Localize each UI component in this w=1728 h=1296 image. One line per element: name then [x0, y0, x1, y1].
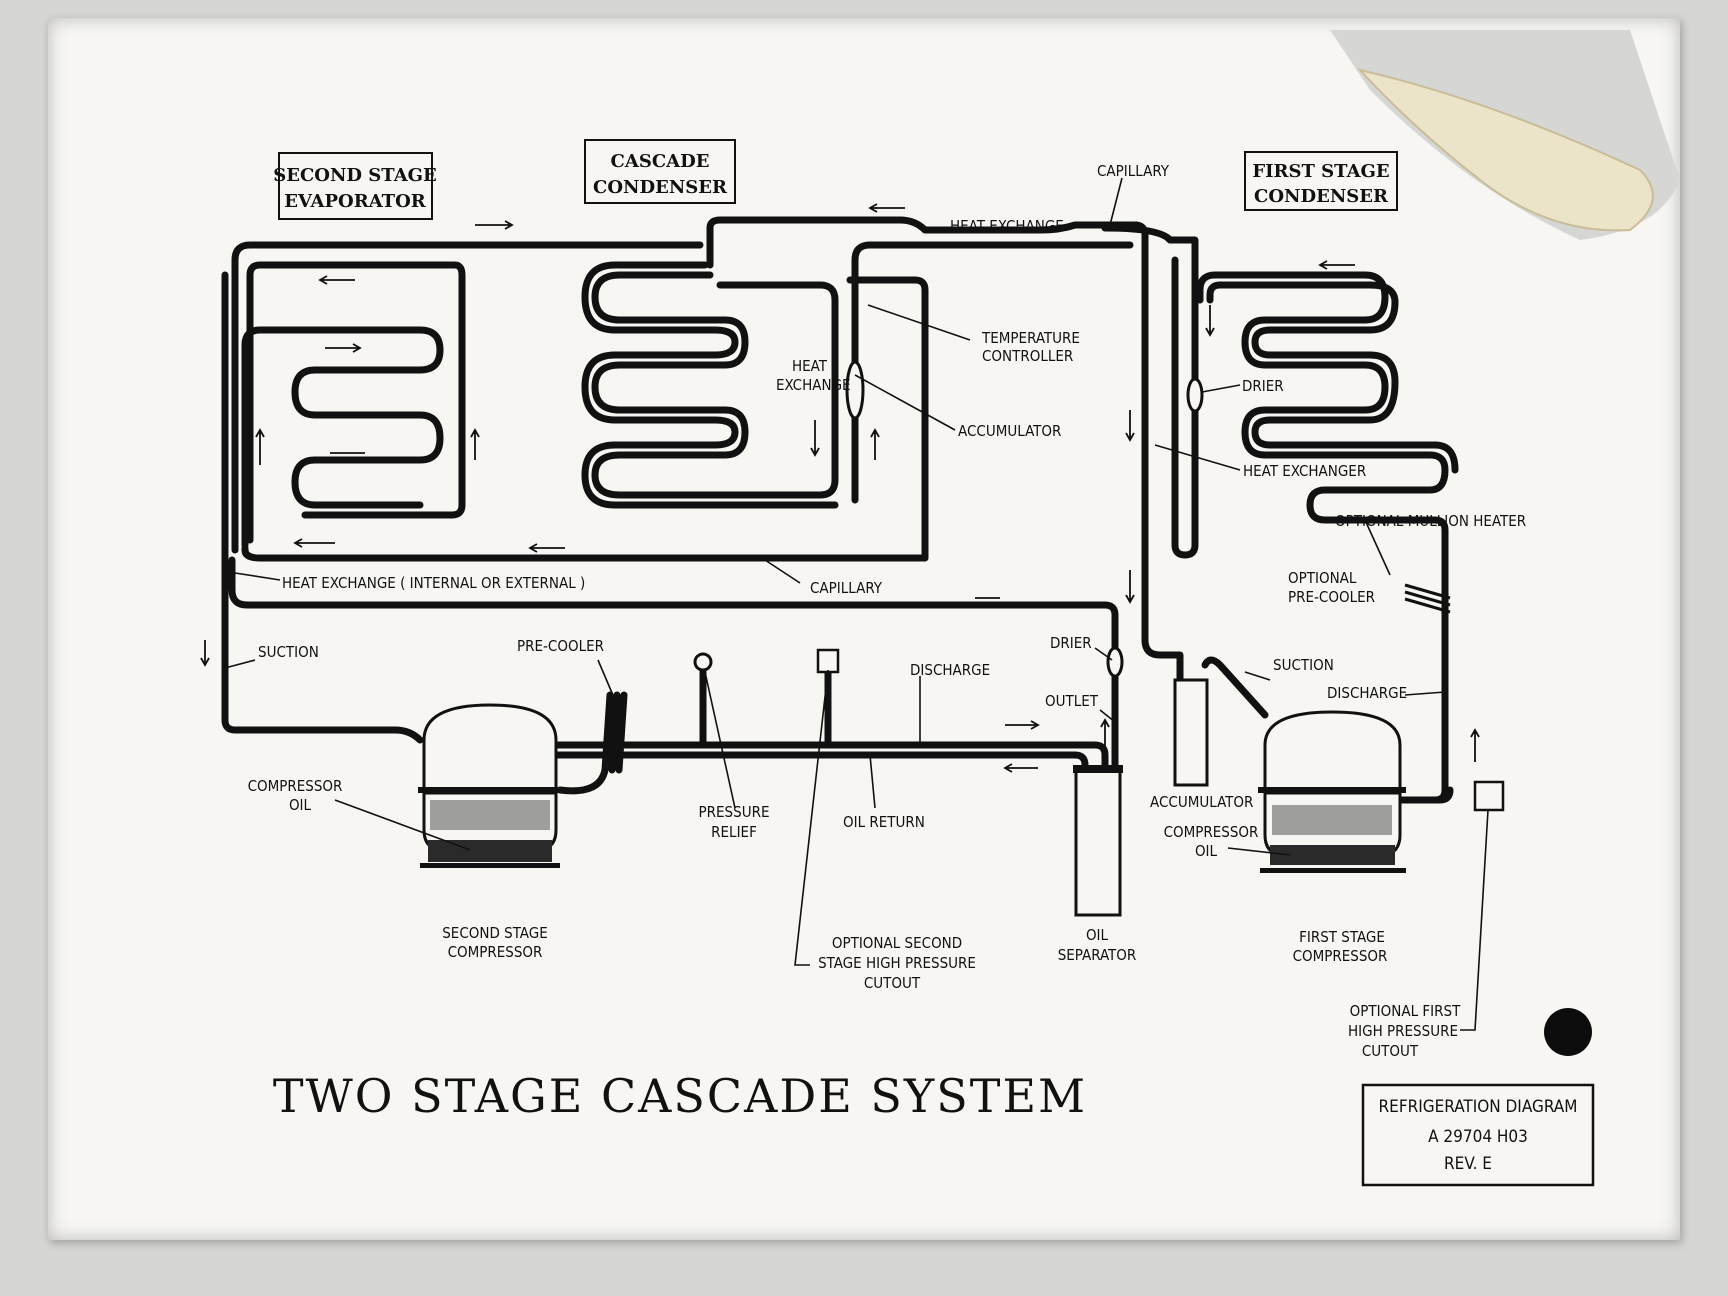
flow-arrows — [200, 203, 1480, 773]
title-block-line-2: A 29704 H03 — [1428, 1127, 1528, 1147]
first-stage-condenser-coil-2 — [1206, 281, 1459, 474]
compressor-oil-left-label-1: COMPRESSOR — [248, 777, 343, 795]
mid-vertical-line — [851, 241, 1134, 504]
optional-pre-cooler-label-1: OPTIONAL — [1288, 569, 1357, 587]
first-cutout-switch — [1473, 780, 1505, 812]
evaporator-inner-loop — [246, 261, 466, 544]
second-cutout-switch — [816, 648, 840, 674]
optional-pre-cooler — [1404, 583, 1451, 614]
first-stage-compressor-label-2: COMPRESSOR — [1293, 947, 1388, 965]
evaporator-serpentine — [241, 326, 444, 549]
discharge-right-label: DISCHARGE — [1327, 684, 1407, 702]
drier-mid — [1106, 646, 1124, 678]
optional-second-cutout-label-3: CUTOUT — [864, 974, 921, 992]
pressure-relief-label-1: PRESSURE — [699, 803, 770, 821]
heat-exchanger-label: HEAT EXCHANGER — [1243, 462, 1366, 480]
heat-exchange-internal-label: HEAT EXCHANGE ( INTERNAL OR EXTERNAL ) — [282, 574, 585, 592]
pre-cooler-label: PRE-COOLER — [517, 637, 604, 655]
optional-first-cutout-label-1: OPTIONAL FIRST — [1350, 1002, 1461, 1020]
oil-separator-label-1: OIL — [1086, 926, 1109, 944]
optional-first-cutout-label-3: CUTOUT — [1362, 1042, 1419, 1060]
cascade-condenser-coil-2 — [581, 261, 839, 509]
accumulator-bottom-label: ACCUMULATOR — [1150, 793, 1253, 811]
title-block-line-1: REFRIGERATION DIAGRAM — [1379, 1097, 1578, 1117]
drier-right-label: DRIER — [1242, 377, 1284, 395]
oil-separator-label-2: SEPARATOR — [1058, 946, 1137, 964]
pre-cooler-loop — [556, 691, 628, 795]
first-discharge-line — [1396, 786, 1454, 804]
optional-second-cutout-label-2: STAGE HIGH PRESSURE — [818, 954, 976, 972]
drier-right — [1186, 377, 1204, 413]
compressor-oil-right-label-1: COMPRESSOR — [1164, 823, 1259, 841]
heat-exchange-mid-label-1: HEAT — [792, 357, 828, 375]
pressure-relief-valve — [693, 652, 713, 672]
second-stage-compressor — [418, 703, 562, 868]
suction-left-label: SUCTION — [258, 643, 319, 661]
cascade-condenser-label-2: CONDENSER — [593, 177, 728, 198]
evaporator-bottom-return — [241, 276, 929, 562]
oil-separator-tank — [1074, 768, 1122, 917]
heat-exchange-top-label: HEAT EXCHANGE — [950, 217, 1064, 235]
optional-pre-cooler-label-2: PRE-COOLER — [1288, 588, 1375, 606]
first-stage-condenser-label-1: FIRST STAGE — [1252, 161, 1389, 182]
diagram-title: TWO STAGE CASCADE SYSTEM — [273, 1069, 1087, 1123]
capillary-bottom-label: CAPILLARY — [810, 579, 883, 597]
discharge-line — [551, 741, 1109, 774]
oil-return-label: OIL RETURN — [843, 813, 925, 831]
oil-return-line — [551, 751, 1089, 774]
accumulator-tank — [1173, 678, 1209, 787]
leader-lines — [224, 177, 1489, 1031]
optional-first-cutout-label-2: HIGH PRESSURE — [1348, 1022, 1458, 1040]
heat-exchange-lower-line — [228, 556, 1119, 774]
top-heat-exchange-line — [706, 216, 1184, 684]
ink-spot — [1544, 1008, 1592, 1056]
optional-second-cutout-label-1: OPTIONAL SECOND — [832, 934, 962, 952]
temperature-controller-label-2: CONTROLLER — [982, 347, 1073, 365]
pressure-relief-label-2: RELIEF — [711, 823, 757, 841]
capillary-top-label: CAPILLARY — [1097, 162, 1170, 180]
pipe-network — [221, 216, 1459, 804]
optional-mullion-heater-label: OPTIONAL MULLION HEATER — [1335, 512, 1526, 530]
second-stage-compressor-label-1: SECOND STAGE — [442, 924, 548, 942]
heat-exchange-mid-label-2: EXCHANGE — [776, 376, 851, 394]
first-stage-condenser-label-2: CONDENSER — [1254, 186, 1389, 207]
second-stage-suction-line — [221, 271, 424, 744]
first-stage-compressor-label-1: FIRST STAGE — [1299, 928, 1385, 946]
accumulator-top — [845, 360, 865, 420]
accumulator-top-label: ACCUMULATOR — [958, 422, 1061, 440]
first-suction-line — [1201, 656, 1269, 719]
drier-mid-label: DRIER — [1050, 634, 1092, 652]
second-stage-evaporator-label-1: SECOND STAGE — [273, 165, 437, 186]
evaporator-outer-loop — [231, 241, 704, 554]
compressor-oil-right-label-2: OIL — [1195, 842, 1218, 860]
outlet-label: OUTLET — [1045, 692, 1099, 710]
second-stage-compressor-label-2: COMPRESSOR — [448, 943, 543, 961]
discharge-mid-label: DISCHARGE — [910, 661, 990, 679]
label-boxes: SECOND STAGE EVAPORATOR CASCADE CONDENSE… — [273, 139, 1398, 220]
temperature-controller-label-1: TEMPERATURE — [981, 329, 1080, 347]
title-block: REFRIGERATION DIAGRAM A 29704 H03 REV. E — [1361, 1083, 1595, 1187]
curled-corner — [1330, 30, 1680, 240]
text-labels: CAPILLARY HEAT EXCHANGE TEMPERATURE CONT… — [248, 162, 1527, 1060]
second-stage-evaporator-label-2: EVAPORATOR — [284, 191, 426, 212]
cascade-condenser-label-1: CASCADE — [611, 151, 710, 172]
first-stage-condenser-coil — [1196, 271, 1449, 804]
compressor-oil-left-label-2: OIL — [289, 796, 312, 814]
cascade-condenser-coil — [591, 271, 839, 499]
capillary-right-loop — [1101, 224, 1199, 559]
first-stage-compressor — [1258, 710, 1406, 873]
title-block-line-3: REV. E — [1444, 1154, 1492, 1174]
suction-right-label: SUCTION — [1273, 656, 1334, 674]
